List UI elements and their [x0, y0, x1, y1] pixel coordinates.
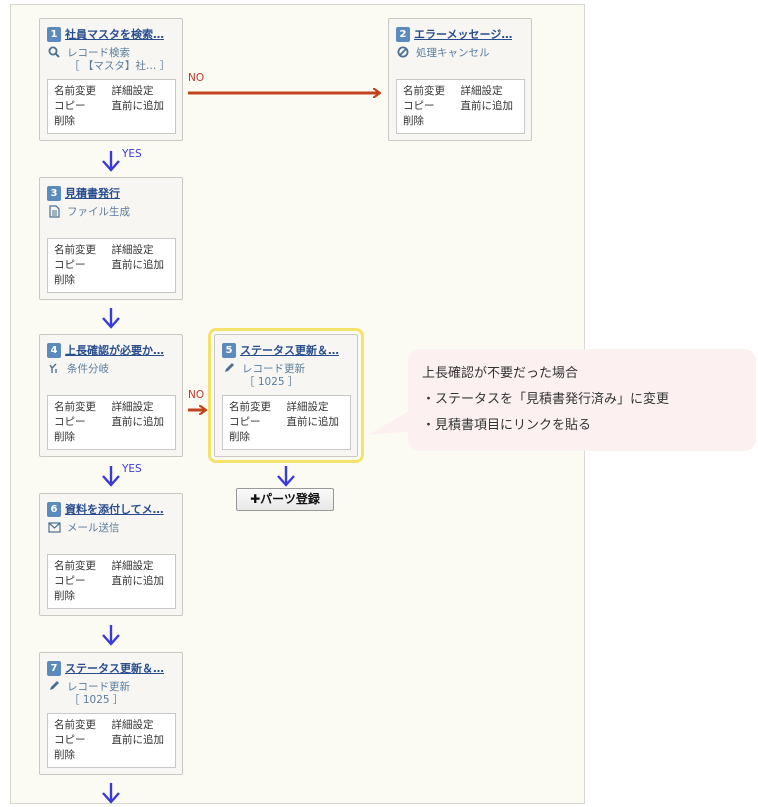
flow-card-4[interactable]: 4 上長確認が必要か… 条件分岐 名前変更 詳細設定 コピー 直前に追加 削除 [39, 334, 183, 457]
cancel-icon [396, 45, 410, 59]
delete-link[interactable]: 削除 [229, 431, 250, 443]
no-label: NO [188, 72, 205, 84]
step-number-badge: 1 [47, 26, 61, 42]
card-type-label: レコード検索 [67, 46, 130, 59]
file-icon [47, 204, 61, 218]
step-number-badge: 2 [396, 26, 410, 42]
delete-link[interactable]: 削除 [54, 749, 75, 761]
card-type-label: レコード更新 [67, 680, 130, 693]
flow-card-3[interactable]: 3 見積書発行 ファイル生成 名前変更 詳細設定 コピー 直前に追加 削除 [39, 177, 183, 300]
yes-label: YES [122, 148, 142, 160]
rename-link[interactable]: 名前変更 [54, 85, 96, 97]
card-type-label: 条件分岐 [67, 362, 109, 375]
insert-before-link[interactable]: 直前に追加 [111, 575, 165, 587]
card-title-link[interactable]: 資料を添付してメ… [65, 503, 164, 516]
bubble-line: ・ステータスを「見積書発行済み」に変更 [422, 392, 670, 407]
branch-icon [47, 361, 61, 375]
card-title-link[interactable]: 上長確認が必要か… [65, 344, 164, 357]
step-number-badge: 5 [222, 342, 236, 358]
rename-link[interactable]: 名前変更 [54, 401, 96, 413]
plus-icon: ✚ [250, 492, 261, 506]
flow-card-6[interactable]: 6 資料を添付してメ… メール送信 名前変更 詳細設定 コピー 直前に追加 削除 [39, 493, 183, 616]
card-param: ［ 1025 ］ [244, 376, 299, 388]
card-menu: 名前変更 詳細設定 コピー 直前に追加 削除 [47, 238, 176, 293]
card-menu: 名前変更 詳細設定 コピー 直前に追加 削除 [47, 713, 176, 768]
card-menu: 名前変更 詳細設定 コピー 直前に追加 削除 [222, 395, 351, 450]
search-icon [47, 45, 61, 59]
yes-label: YES [122, 463, 142, 475]
settings-link[interactable]: 詳細設定 [460, 85, 503, 97]
card-title-link[interactable]: ステータス更新＆… [240, 344, 339, 357]
card-type-label: メール送信 [67, 521, 120, 534]
copy-link[interactable]: コピー [54, 259, 86, 271]
delete-link[interactable]: 削除 [54, 115, 75, 127]
copy-link[interactable]: コピー [54, 734, 86, 746]
card-title-link[interactable]: エラーメッセージ… [414, 28, 513, 41]
rename-link[interactable]: 名前変更 [403, 85, 445, 97]
card-type-label: 処理キャンセル [416, 46, 490, 59]
card-param: ［ 1025 ］ [69, 694, 124, 706]
settings-link[interactable]: 詳細設定 [111, 401, 154, 413]
register-parts-button[interactable]: ✚パーツ登録 [236, 488, 334, 511]
bubble-tail [368, 409, 412, 435]
insert-before-link[interactable]: 直前に追加 [111, 734, 165, 746]
card-type-label: レコード更新 [242, 362, 305, 375]
annotation-bubble: 上長確認が不要だった場合 ・ステータスを「見積書発行済み」に変更 ・見積書項目に… [408, 349, 756, 451]
flow-card-7[interactable]: 7 ステータス更新＆… レコード更新 ［ 1025 ］ 名前変更 詳細設定 コピー 直… [39, 652, 183, 775]
flow-card-1[interactable]: 1 社員マスタを検索… レコード検索 ［ 【マスタ】社… ］ 名前変更 詳細設定 コ… [39, 18, 183, 141]
card-title-link[interactable]: 見積書発行 [65, 187, 120, 200]
card-menu: 名前変更 詳細設定 コピー 直前に追加 削除 [396, 79, 525, 134]
bubble-line: ・見積書項目にリンクを貼る [422, 418, 592, 433]
settings-link[interactable]: 詳細設定 [111, 719, 154, 731]
settings-link[interactable]: 詳細設定 [111, 244, 154, 256]
step-number-badge: 3 [47, 185, 61, 201]
card-param: ［ 【マスタ】社… ］ [69, 60, 171, 72]
rename-link[interactable]: 名前変更 [229, 401, 271, 413]
delete-link[interactable]: 削除 [54, 431, 75, 443]
card-type-label: ファイル生成 [67, 205, 130, 218]
flow-card-5[interactable]: 5 ステータス更新＆… レコード更新 ［ 1025 ］ 名前変更 詳細設定 コピー 直… [208, 328, 364, 463]
copy-link[interactable]: コピー [54, 100, 86, 112]
flow-card-2[interactable]: 2 エラーメッセージ… 処理キャンセル 名前変更 詳細設定 コピー 直前に追加 削除 [388, 18, 532, 141]
insert-before-link[interactable]: 直前に追加 [460, 100, 514, 112]
settings-link[interactable]: 詳細設定 [111, 560, 154, 572]
card-menu: 名前変更 詳細設定 コピー 直前に追加 削除 [47, 395, 176, 450]
rename-link[interactable]: 名前変更 [54, 719, 96, 731]
copy-link[interactable]: コピー [403, 100, 435, 112]
rename-link[interactable]: 名前変更 [54, 244, 96, 256]
card-menu: 名前変更 詳細設定 コピー 直前に追加 削除 [47, 554, 176, 609]
settings-link[interactable]: 詳細設定 [111, 85, 154, 97]
card-title-link[interactable]: ステータス更新＆… [65, 662, 164, 675]
copy-link[interactable]: コピー [54, 416, 86, 428]
settings-link[interactable]: 詳細設定 [286, 401, 329, 413]
register-parts-label: パーツ登録 [260, 492, 320, 506]
step-number-badge: 7 [47, 660, 61, 676]
delete-link[interactable]: 削除 [54, 274, 75, 286]
insert-before-link[interactable]: 直前に追加 [111, 416, 165, 428]
insert-before-link[interactable]: 直前に追加 [286, 416, 340, 428]
copy-link[interactable]: コピー [54, 575, 86, 587]
bubble-line: 上長確認が不要だった場合 [422, 366, 579, 381]
card-menu: 名前変更 詳細設定 コピー 直前に追加 削除 [47, 79, 176, 134]
pencil-icon [222, 361, 236, 375]
step-number-badge: 6 [47, 501, 61, 517]
card-title-link[interactable]: 社員マスタを検索… [65, 28, 164, 41]
rename-link[interactable]: 名前変更 [54, 560, 96, 572]
delete-link[interactable]: 削除 [403, 115, 424, 127]
step-number-badge: 4 [47, 342, 61, 358]
delete-link[interactable]: 削除 [54, 590, 75, 602]
insert-before-link[interactable]: 直前に追加 [111, 100, 165, 112]
pencil-icon [47, 679, 61, 693]
copy-link[interactable]: コピー [229, 416, 261, 428]
no-label: NO [188, 389, 205, 401]
mail-icon [47, 520, 61, 534]
insert-before-link[interactable]: 直前に追加 [111, 259, 165, 271]
